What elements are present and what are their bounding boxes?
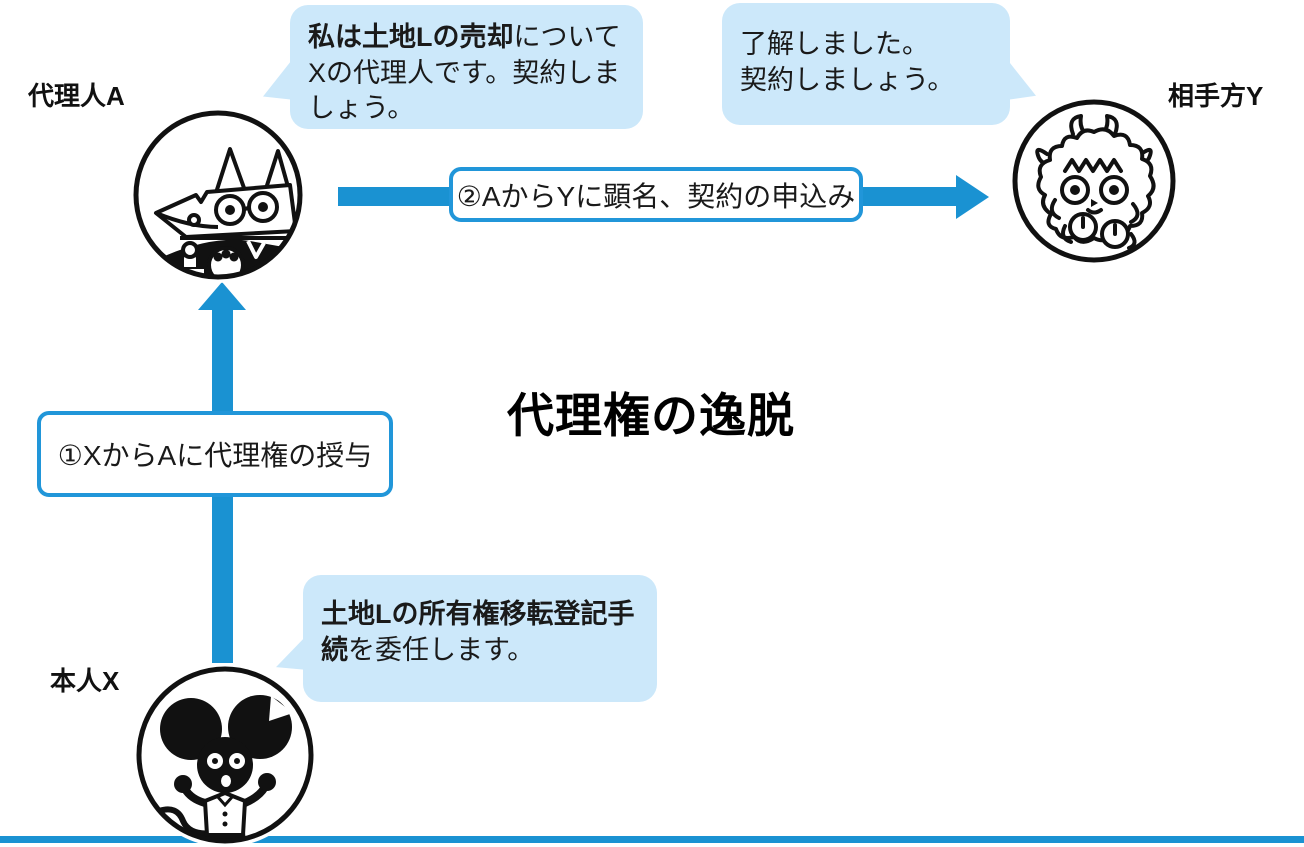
agent-offer-bubble-tail	[263, 56, 295, 100]
principal-mandate-bubble-tail	[276, 634, 308, 670]
agent-a-avatar	[130, 107, 306, 283]
counterparty-reply-bubble-tail	[1006, 58, 1036, 100]
arrow-head-a-to-y	[956, 175, 989, 219]
contract-offer-label-box: ②AからYに顕名、契約の申込み	[449, 167, 863, 222]
contract-offer-label: ②AからYに顕名、契約の申込み	[456, 180, 856, 212]
principal-mandate-bubble-bold: 土地Lの所有権移転登記手続	[321, 599, 635, 665]
principal-mandate-bubble: 土地Lの所有権移転登記手続を委任します。	[303, 575, 657, 702]
mouse-avatar-icon	[136, 666, 314, 844]
principal-x-avatar	[133, 663, 317, 847]
arrow-head-x-to-a	[198, 282, 246, 310]
principal-mandate-bubble-rest: を委任します。	[348, 634, 535, 665]
counterparty-y-label: 相手方Y	[1168, 81, 1264, 111]
agent-offer-bubble-rest: についてXの代理人です。契約しましょう。	[308, 22, 621, 124]
counterparty-reply-bubble: 了解しました。 契約しましょう。	[722, 3, 1010, 125]
authority-grant-label: ①XからAに代理権の授与	[57, 440, 373, 471]
bottom-accent-bar	[0, 836, 1304, 843]
page-title: 代理権の逸脱	[507, 389, 795, 442]
authority-grant-label-box: ①XからAに代理権の授与	[37, 411, 393, 497]
principal-x-label: 本人X	[50, 666, 120, 696]
agent-offer-bubble: 私は土地Lの売却についてXの代理人です。契約しましょう。	[290, 5, 643, 129]
agent-offer-bubble-bold: 私は土地Lの売却	[308, 22, 514, 52]
counterparty-y-avatar	[1009, 96, 1179, 266]
fox-businessman-avatar-icon	[133, 110, 303, 280]
sheep-avatar-icon	[1012, 99, 1176, 263]
agent-a-label: 代理人A	[28, 81, 125, 111]
